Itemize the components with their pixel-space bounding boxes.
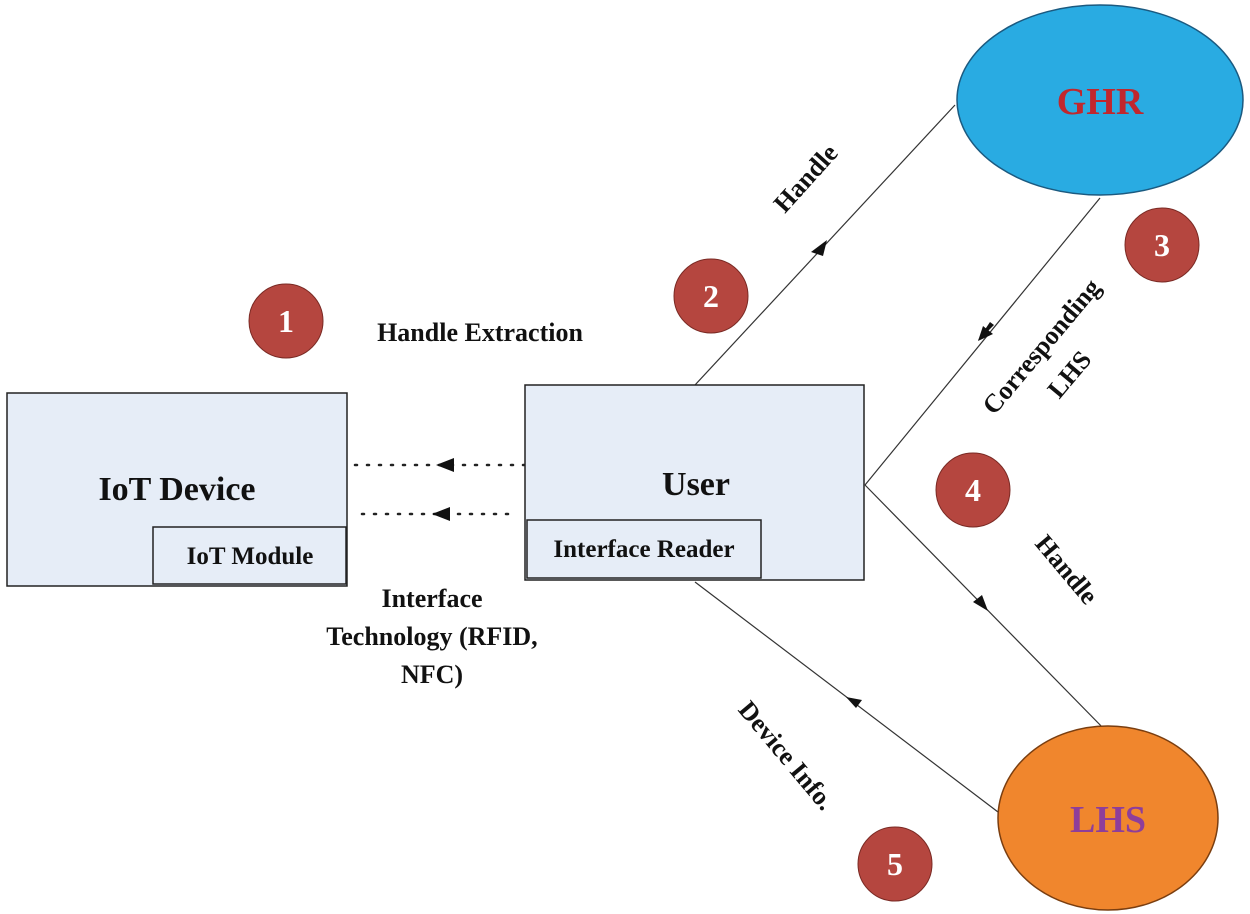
handle-to-ghr-label: Handle — [768, 139, 844, 219]
handle-to-lhs-label: Handle — [1029, 529, 1103, 610]
interface-reader-label: Interface Reader — [553, 536, 734, 563]
step-5-badge: 5 — [857, 826, 933, 902]
interface-tech-label-line2: Technology (RFID, — [326, 622, 537, 651]
interface-tech-label-line3: NFC) — [401, 660, 463, 689]
arrow-device-info — [846, 697, 862, 708]
lhs-node — [997, 725, 1219, 911]
step-3-number: 3 — [1154, 227, 1170, 263]
ghr-to-user-line — [864, 197, 1101, 486]
device-info-label: Device Info. — [733, 695, 841, 815]
ghr-node — [956, 4, 1244, 196]
iot-module-label: IoT Module — [187, 543, 314, 570]
step-4-badge: 4 — [935, 452, 1011, 528]
lhs-label: LHS — [1070, 799, 1146, 841]
step-3-badge: 3 — [1124, 207, 1200, 283]
step-2-number: 2 — [703, 278, 719, 314]
arrow-handle-to-lhs — [973, 595, 988, 611]
iot-module-box — [152, 526, 347, 585]
arrow-corresponding-lhs-head — [978, 326, 993, 341]
step-4-number: 4 — [965, 472, 981, 508]
dotted-arrow-right — [436, 458, 454, 472]
dotted-arrow-left — [432, 507, 450, 521]
ghr-label: GHR — [1057, 81, 1144, 123]
lhs-to-user-line — [694, 581, 999, 813]
arrow-handle-to-ghr — [811, 240, 827, 256]
iot-device-label: IoT Device — [98, 471, 255, 508]
interface-reader-box — [526, 519, 762, 579]
step-2-badge: 2 — [673, 258, 749, 334]
interface-tech-label-line1: Interface — [381, 584, 482, 613]
user-label: User — [662, 466, 730, 503]
corresponding-lhs-line1: Corresponding — [977, 273, 1107, 420]
step-5-number: 5 — [887, 846, 903, 882]
step-1-number: 1 — [278, 303, 294, 339]
step-1-badge: 1 — [248, 283, 324, 359]
handle-extraction-label: Handle Extraction — [377, 318, 583, 347]
